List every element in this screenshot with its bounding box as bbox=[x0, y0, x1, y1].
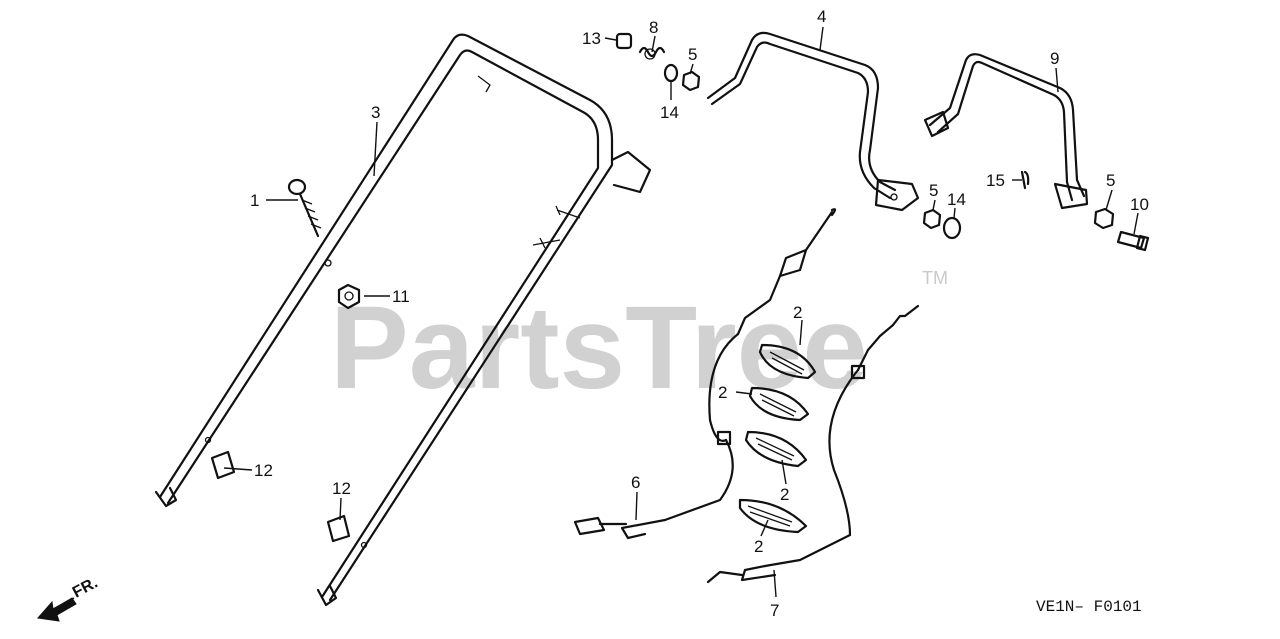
callout-3: 3 bbox=[371, 103, 380, 122]
callout-7: 7 bbox=[770, 601, 779, 620]
grip-part-2-a[interactable] bbox=[758, 343, 817, 380]
callout-2-d: 2 bbox=[754, 537, 763, 556]
control-cable-part-7[interactable] bbox=[706, 304, 920, 584]
callout-2-b: 2 bbox=[718, 383, 727, 402]
cable-clip-part-left[interactable] bbox=[210, 450, 236, 480]
callout-2-c: 2 bbox=[780, 485, 789, 504]
grip-part-2-c[interactable] bbox=[744, 430, 808, 468]
nut-part-5-middle[interactable] bbox=[922, 208, 942, 230]
grip-part-2-d[interactable] bbox=[738, 498, 808, 534]
callout-labels: 1 2 2 2 2 3 4 5 5 5 6 7 8 9 10 11 12 12 … bbox=[250, 7, 1149, 620]
callout-12-right: 12 bbox=[332, 479, 351, 498]
callout-1: 1 bbox=[250, 191, 259, 210]
cable-clip-part-right[interactable] bbox=[326, 514, 351, 543]
handle-frame-part[interactable] bbox=[154, 33, 652, 607]
pin-part-15[interactable] bbox=[1020, 170, 1030, 190]
callout-11: 11 bbox=[392, 287, 410, 306]
figure-code: VE1N– F0101 bbox=[1036, 598, 1142, 616]
nut-part-5-top[interactable] bbox=[681, 70, 701, 92]
control-lever-part-4[interactable] bbox=[706, 31, 920, 212]
callout-2-a: 2 bbox=[793, 303, 802, 322]
callout-15: 15 bbox=[986, 171, 1005, 190]
eye-bolt-part[interactable] bbox=[287, 178, 322, 238]
callout-9: 9 bbox=[1050, 49, 1059, 68]
flange-nut-part[interactable] bbox=[337, 283, 361, 310]
front-direction-label: FR. bbox=[70, 574, 101, 601]
trademark-mark: TM bbox=[922, 268, 948, 288]
leader-lines bbox=[223, 26, 1139, 598]
collar-part-13[interactable] bbox=[615, 32, 633, 50]
callout-14-middle: 14 bbox=[947, 190, 966, 209]
callout-12-left: 12 bbox=[254, 461, 273, 480]
nut-part-5-right[interactable] bbox=[1093, 207, 1115, 230]
callout-4: 4 bbox=[817, 7, 826, 26]
washer-part-14-middle[interactable] bbox=[942, 216, 962, 240]
callout-6: 6 bbox=[631, 473, 640, 492]
callout-5-right: 5 bbox=[1106, 171, 1115, 190]
control-cable-part-6[interactable] bbox=[573, 208, 837, 540]
callout-5-top: 5 bbox=[688, 45, 697, 64]
callout-10: 10 bbox=[1130, 195, 1149, 214]
spring-part-8[interactable] bbox=[638, 46, 666, 60]
callout-5-middle: 5 bbox=[929, 181, 938, 200]
grip-part-2-b[interactable] bbox=[748, 386, 810, 422]
bolt-part-10[interactable] bbox=[1116, 230, 1150, 252]
washer-part-14-top[interactable] bbox=[663, 63, 679, 83]
front-direction-arrow-icon bbox=[37, 597, 77, 622]
throttle-lever-part-9[interactable] bbox=[923, 53, 1089, 210]
callout-13: 13 bbox=[582, 29, 601, 48]
callout-14-top: 14 bbox=[660, 103, 679, 122]
callout-8: 8 bbox=[649, 18, 658, 37]
